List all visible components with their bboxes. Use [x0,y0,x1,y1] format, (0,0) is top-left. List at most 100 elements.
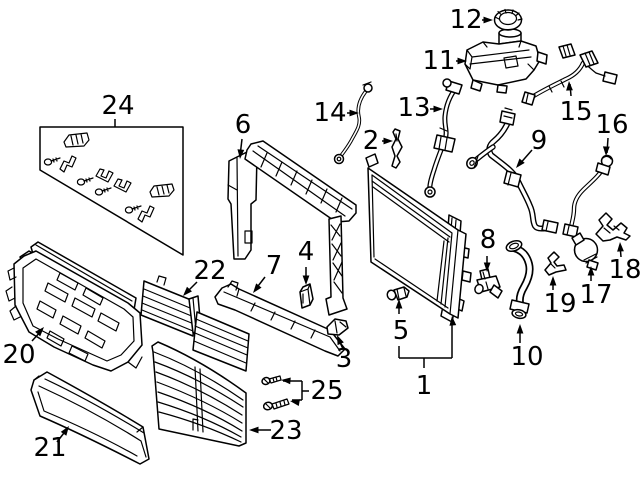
callout-8: 8 [480,225,497,272]
detail [131,205,142,211]
part-number-label: 14 [313,98,346,128]
outline [571,232,585,246]
part-number-label: 11 [422,46,455,76]
outline [30,371,150,465]
outline [299,283,314,309]
callout-25: 25 [281,376,344,406]
part-6-support-frame [227,140,357,316]
detail [330,223,343,294]
detail [438,127,448,151]
callout-arrowhead-icon [337,335,344,346]
detail [498,11,518,26]
part-number-label: 2 [363,126,380,156]
part-20-grille-shutter-frame [5,241,143,372]
part-25-screws [261,375,290,411]
outline [499,110,516,126]
detail [336,156,342,162]
part-9-upper-hose [466,107,559,234]
outline [586,259,599,271]
detail [22,258,135,362]
outline [470,79,508,94]
detail [101,187,112,193]
callout-16: 16 [595,110,629,156]
part-number-label: 9 [531,126,548,156]
detail [525,93,529,104]
detail [83,177,94,183]
part-11-expansion-tank [464,28,548,94]
detail [149,183,175,198]
part-number-label: 20 [2,340,35,370]
outline [140,280,197,337]
detail [545,221,549,232]
part-number-label: 21 [33,433,66,463]
detail [193,318,249,364]
part-number-label: 6 [235,110,252,140]
callout-arrowhead-icon [249,426,259,434]
screw-icon [94,188,104,196]
callout-15: 15 [559,81,593,127]
callout-arrowhead-icon [35,327,44,337]
part-number-label: 25 [310,376,343,406]
outline [244,140,357,223]
tube-outer [568,164,607,230]
callout-23: 23 [249,416,303,446]
part-17-aux-pump [571,232,599,271]
part-number-label: 8 [480,225,497,255]
part-number-label: 10 [510,342,543,372]
outline [503,170,522,188]
detail [113,178,132,193]
detail [603,225,620,234]
callout-22: 22 [183,256,227,296]
callout-20: 20 [2,327,44,370]
detail [482,271,489,290]
callout-arrowhead-icon [617,242,624,252]
callout-arrowhead-icon [449,316,457,326]
detail [584,51,595,66]
part-number-label: 19 [543,289,576,319]
part-3-clip [326,318,349,336]
callout-13: 13 [397,93,443,123]
detail [595,72,606,77]
outline [227,149,258,260]
callout-2: 2 [363,126,393,156]
callout-arrowhead-icon [433,105,443,113]
detail [33,375,147,458]
callout-19: 19 [543,276,577,319]
outline [363,83,373,93]
detail [494,8,523,31]
part-number-label: 7 [266,251,283,281]
part-23-lower-shutter [151,341,247,447]
detail [153,351,244,443]
callout-17: 17 [579,266,613,310]
detail [396,287,407,300]
detail [469,160,475,166]
part-12-reservoir-cap [493,8,523,31]
part-number-label: 12 [449,5,482,35]
part-number-label: 13 [397,93,430,123]
callout-6: 6 [235,110,252,159]
detail [464,40,535,71]
callout-arrowhead-icon [383,137,393,145]
part-8-connector [474,268,503,299]
detail [265,398,290,410]
part-number-label: 15 [559,97,592,127]
callout-arrowhead-icon [566,81,573,91]
detail [50,157,61,163]
detail [223,280,341,352]
detail [395,133,398,142]
part-21-lower-deflector [30,371,150,465]
outline [424,186,436,198]
outline [474,283,484,295]
part-10-lower-hose [505,239,534,320]
part-22-shutter-vanes [140,275,250,372]
part-15-hose-assembly [521,43,618,106]
detail [334,320,347,334]
tube-core [339,90,367,158]
screw-icon [43,158,53,166]
part-number-label: 24 [101,91,134,121]
part-number-label: 1 [416,371,433,401]
part-13-overflow-hose [424,78,463,198]
outline [521,91,536,106]
callout-arrowhead-icon [60,426,69,436]
